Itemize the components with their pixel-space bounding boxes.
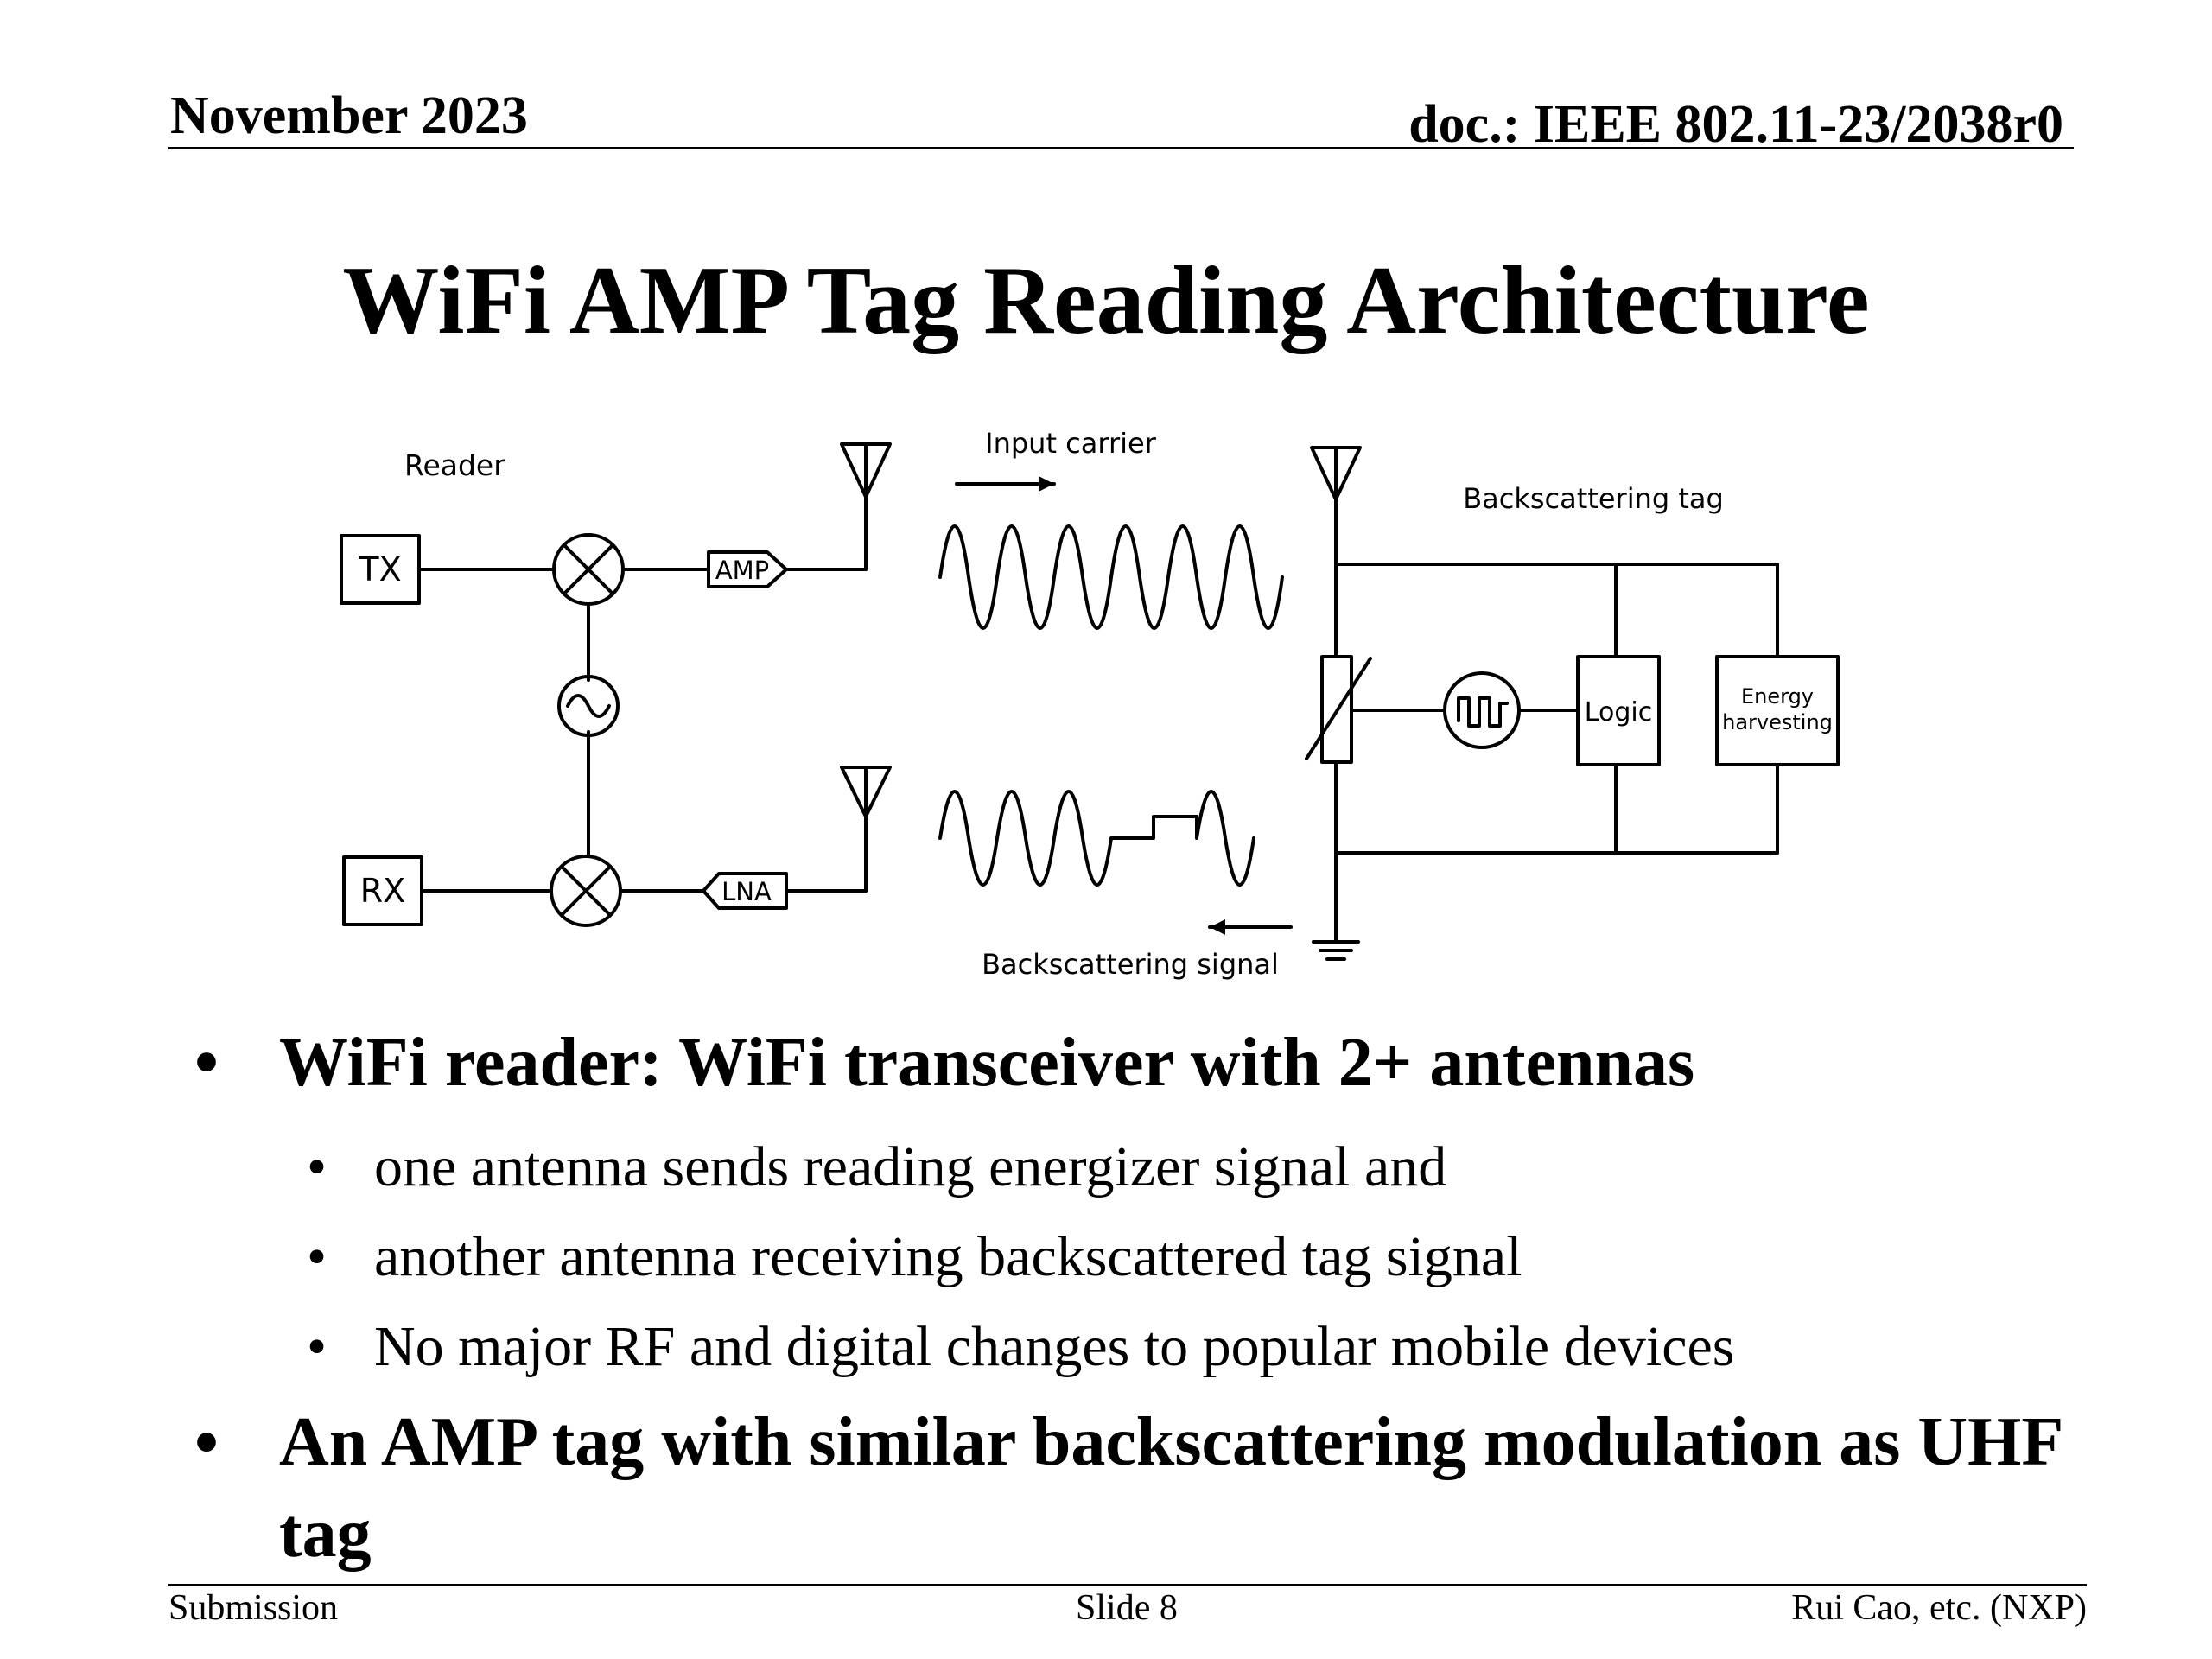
energy-harvesting-block — [1715, 655, 1840, 766]
input-carrier-wave — [938, 524, 1284, 630]
header-date: November 2023 — [170, 86, 528, 145]
mixer-rx — [550, 855, 622, 927]
logic-label: Logic — [1585, 697, 1652, 728]
backscattering-tag-label: Backscattering tag — [1463, 482, 1724, 515]
bullet-text: An AMP tag with similar backscattering m… — [279, 1404, 2062, 1572]
bullet-glyph: • — [307, 1135, 327, 1198]
reader-label: Reader — [404, 448, 505, 482]
bullet-text: WiFi reader: WiFi transceiver with 2+ an… — [279, 1025, 1695, 1101]
lna-label: LNA — [721, 877, 772, 906]
energy-label-line1: Energy — [1741, 684, 1814, 709]
bullet-glyph: • — [307, 1315, 327, 1378]
backscattering-signal-label: Backscattering signal — [982, 948, 1279, 981]
pulse-generator — [1443, 671, 1521, 749]
logic-block — [1576, 655, 1661, 766]
footer-rule — [168, 1584, 2087, 1586]
bullet-glyph: • — [194, 1025, 219, 1101]
amp-label: AMP — [715, 556, 769, 585]
header-rule — [168, 147, 2074, 149]
sub-bullet-text: No major RF and digital changes to popul… — [374, 1315, 1735, 1378]
rx-antenna — [840, 766, 892, 818]
header-doc-id: doc.: IEEE 802.11-23/2038r0 — [1408, 95, 2063, 154]
sub-bullet-text: one antenna sends reading energizer sign… — [374, 1135, 1447, 1198]
input-carrier-label: Input carrier — [985, 432, 1157, 460]
tx-label: TX — [358, 550, 401, 588]
energy-label-line2: harvesting — [1722, 710, 1833, 734]
bullet-glyph: • — [307, 1225, 327, 1288]
amp-block — [707, 550, 788, 588]
footer-slide-number: Slide 8 — [1076, 1588, 1178, 1628]
tx-antenna — [840, 442, 892, 499]
tag-antenna — [1310, 446, 1362, 501]
footer-submission: Submission — [168, 1588, 339, 1628]
mixer-tx — [552, 533, 625, 606]
rx-label: RX — [360, 872, 405, 910]
bullet-glyph: • — [194, 1405, 219, 1481]
lna-block — [702, 872, 788, 910]
architecture-diagram: Reader TX RX AMP LNA Input carrier Backs… — [340, 432, 1840, 981]
footer-author: Rui Cao, etc. (NXP) — [1791, 1588, 2087, 1628]
backscatter-wave — [938, 790, 1255, 887]
local-oscillator — [557, 675, 620, 737]
sub-bullet-text: another antenna receiving backscattered … — [374, 1225, 1522, 1288]
slide-title: WiFi AMP Tag Reading Architecture — [342, 247, 1870, 354]
